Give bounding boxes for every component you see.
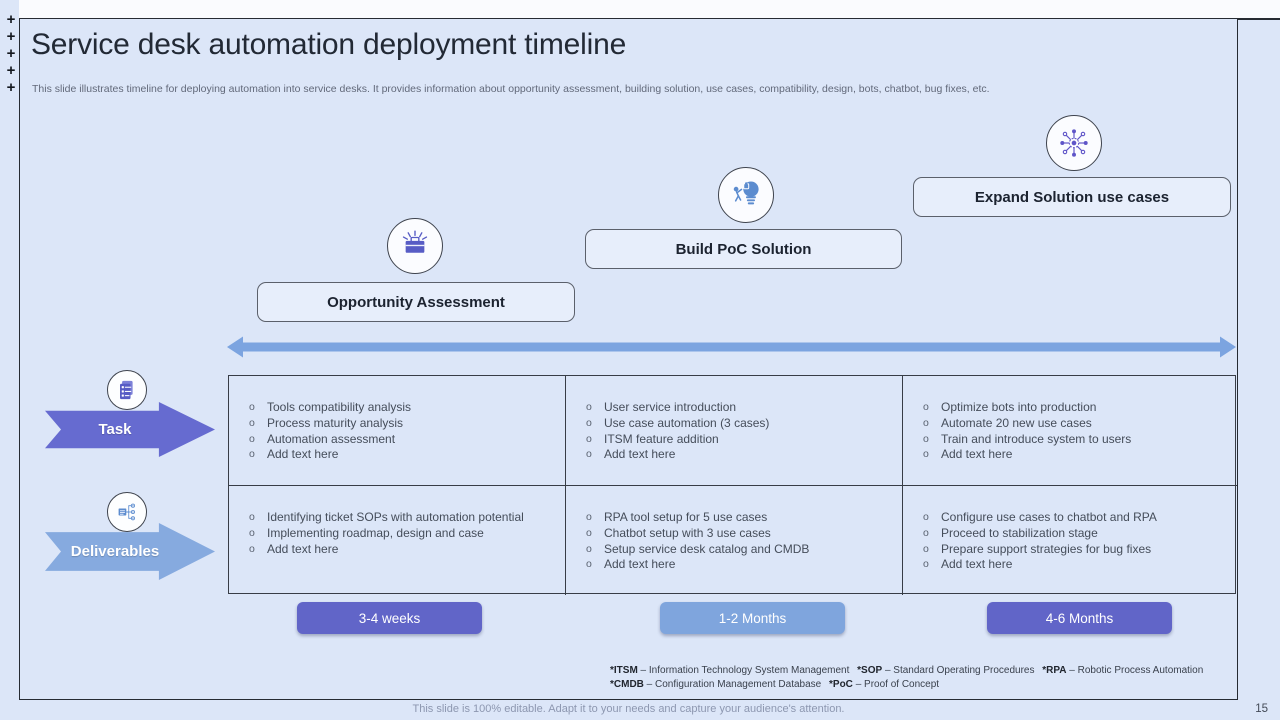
task-cell-phase3: Optimize bots into productionAutomate 20… — [903, 376, 1237, 486]
page-title: Service desk automation deployment timel… — [31, 28, 627, 61]
milestone-box-opportunity-assessment: Opportunity Assessment — [257, 282, 575, 322]
plus-mark: + — [6, 11, 16, 28]
task-item: Tools compatibility analysis — [242, 400, 559, 416]
duration-label: 1-2 Months — [718, 610, 787, 626]
task-cell-phase2: User service introductionUse case automa… — [566, 376, 903, 486]
deliverable-item: Identifying ticket SOPs with automation … — [242, 510, 559, 526]
timeline-table: Tools compatibility analysisProcess matu… — [228, 375, 1237, 595]
deliverable-item: Prepare support strategies for bug fixes — [916, 542, 1231, 558]
task-item: Use case automation (3 cases) — [579, 416, 896, 432]
duration-label: 3-4 weeks — [358, 610, 421, 626]
footnote-line: *ITSM – Information Technology System Ma… — [610, 665, 1209, 676]
briefcase-rays-icon — [402, 230, 428, 253]
deliverable-item: RPA tool setup for 5 use cases — [579, 510, 896, 526]
plus-mark: + — [6, 62, 16, 79]
editable-footer-note: This slide is 100% editable. Adapt it to… — [412, 703, 845, 715]
task-item: Add text here — [579, 447, 896, 463]
milestone-box-expand-solution-use-cases: Expand Solution use cases — [913, 177, 1231, 217]
milestone-label: Opportunity Assessment — [327, 293, 505, 311]
deliverables-cell-phase2: RPA tool setup for 5 use casesChatbot se… — [566, 486, 903, 595]
task-item: Automation assessment — [242, 432, 559, 448]
milestone-icon-circle — [387, 218, 443, 274]
deliverables-cell-phase1: Identifying ticket SOPs with automation … — [229, 486, 566, 595]
page-number: 15 — [1255, 703, 1268, 715]
clipboard-checklist-icon — [120, 380, 133, 400]
deliverable-item: Add text here — [579, 557, 896, 573]
abbreviation-footnotes: *ITSM – Information Technology System Ma… — [610, 664, 1235, 691]
top-margin-strip — [19, 0, 1280, 18]
duration-label: 4-6 Months — [1045, 610, 1114, 626]
duration-badge-phase1: 3-4 weeks — [297, 602, 482, 634]
flowchart-icon — [118, 503, 135, 521]
deliverable-item: Setup service desk catalog and CMDB — [579, 542, 896, 558]
plus-mark: + — [6, 45, 16, 62]
task-icon-circle — [107, 370, 147, 410]
plus-marks-decoration: +++++ — [4, 12, 18, 96]
deliverables-row-label: Deliverables — [70, 543, 160, 560]
task-item: Automate 20 new use cases — [916, 416, 1231, 432]
slide-subtitle: This slide illustrates timeline for depl… — [32, 83, 990, 95]
task-item: Optimize bots into production — [916, 400, 1231, 416]
plus-mark: + — [6, 28, 16, 45]
deliverable-item: Add text here — [916, 557, 1231, 573]
milestone-icon-circle — [718, 167, 774, 223]
deliverable-item: Proceed to stabilization stage — [916, 526, 1231, 542]
deliverable-item: Add text here — [242, 542, 559, 558]
slide-frame-border — [19, 18, 1238, 700]
deliverables-icon-circle — [107, 492, 147, 532]
task-item: Add text here — [916, 447, 1231, 463]
milestone-box-build-poc-solution: Build PoC Solution — [585, 229, 902, 269]
task-item: User service introduction — [579, 400, 896, 416]
deliverables-cell-phase3: Configure use cases to chatbot and RPAPr… — [903, 486, 1237, 595]
task-row-label: Task — [98, 421, 132, 438]
milestone-icon-circle — [1046, 115, 1102, 171]
duration-badge-phase2: 1-2 Months — [660, 602, 845, 634]
footnote-line: *CMDB – Configuration Management Databas… — [610, 678, 945, 690]
frame-top-extension — [1238, 18, 1280, 20]
plus-mark: + — [6, 79, 16, 96]
network-hub-icon — [1060, 129, 1088, 157]
duration-badge-phase3: 4-6 Months — [987, 602, 1172, 634]
head-puzzle-icon — [733, 181, 759, 205]
task-item: ITSM feature addition — [579, 432, 896, 448]
deliverable-item: Implementing roadmap, design and case — [242, 526, 559, 542]
milestone-label: Build PoC Solution — [675, 240, 812, 258]
deliverable-item: Chatbot setup with 3 use cases — [579, 526, 896, 542]
task-item: Add text here — [242, 447, 559, 463]
task-item: Process maturity analysis — [242, 416, 559, 432]
deliverable-item: Configure use cases to chatbot and RPA — [916, 510, 1231, 526]
milestone-label: Expand Solution use cases — [974, 188, 1170, 206]
task-cell-phase1: Tools compatibility analysisProcess matu… — [229, 376, 566, 486]
task-item: Train and introduce system to users — [916, 432, 1231, 448]
